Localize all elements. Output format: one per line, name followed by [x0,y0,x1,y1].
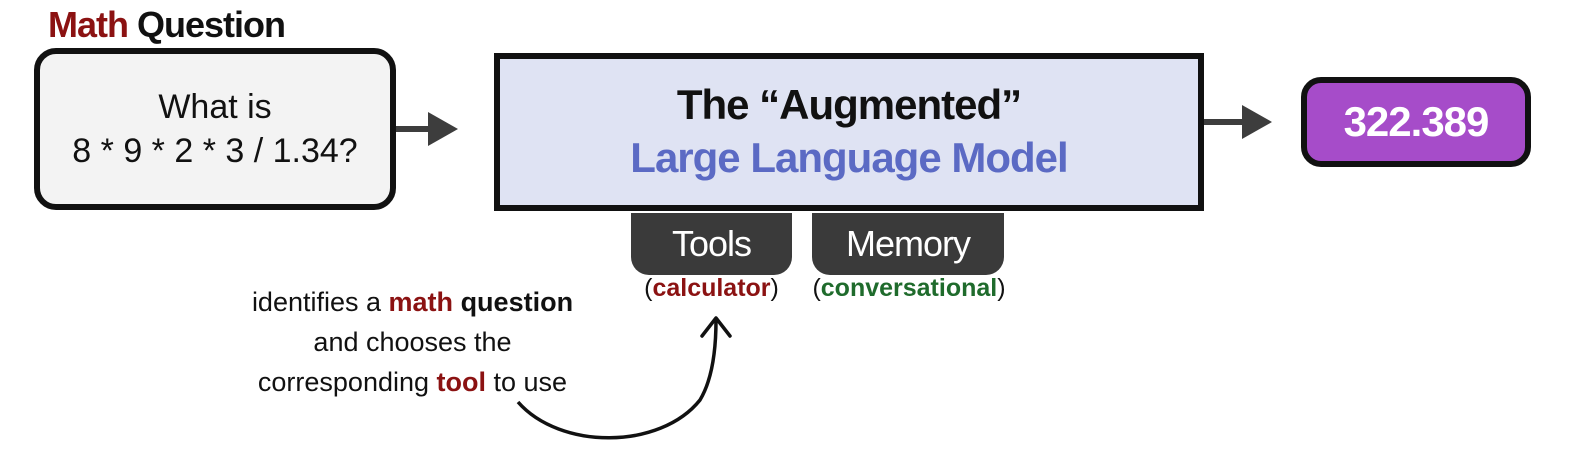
augmented-llm-box: The “Augmented” Large Language Model [494,53,1204,211]
annotation-line-3: corresponding tool to use [200,362,625,402]
curved-arrow-icon [516,316,732,440]
tools-sub-open: ( [644,274,653,302]
tools-sublabel: (calculator) [631,274,792,306]
annotation-text-1: identifies a [251,287,389,317]
memory-sub-close: ) [997,274,1006,302]
memory-tab: Memory [812,213,1004,275]
question-line-2: 8 * 9 * 2 * 3 / 1.34? [72,132,358,170]
annotation-question: question [460,287,574,317]
question-box: What is 8 * 9 * 2 * 3 / 1.34? [34,48,396,210]
tools-tab: Tools [631,213,792,275]
annotation-text: identifies a math question and chooses t… [200,282,625,402]
annotation-math: math [388,287,454,317]
memory-sub-keyword: conversational [820,274,998,302]
annotation-tool: tool [436,367,487,397]
llm-title: The “Augmented” [676,81,1022,128]
answer-box: 322.389 [1301,77,1531,167]
annotation-line-1: identifies a math question [200,282,625,322]
arrow-right-icon [396,112,458,146]
memory-label: Memory [845,223,971,264]
llm-subtitle: Large Language Model [630,134,1068,181]
memory-sublabel: (conversational) [804,274,1014,306]
question-line-1: What is [158,88,272,126]
answer-value: 322.389 [1343,98,1490,145]
annotation-text-5: to use [486,367,568,397]
annotation-line-2: and chooses the [313,327,512,357]
heading-accent: Math [48,4,129,45]
tools-sub-close: ) [770,274,779,302]
annotation-text-4: corresponding [257,367,437,397]
math-question-heading: Math Question [48,4,286,48]
arrow-right-icon [1204,105,1272,139]
tools-sub-keyword: calculator [652,274,771,302]
memory-sub-open: ( [812,274,821,302]
tools-label: Tools [671,223,752,264]
heading-rest: Question [128,4,286,45]
